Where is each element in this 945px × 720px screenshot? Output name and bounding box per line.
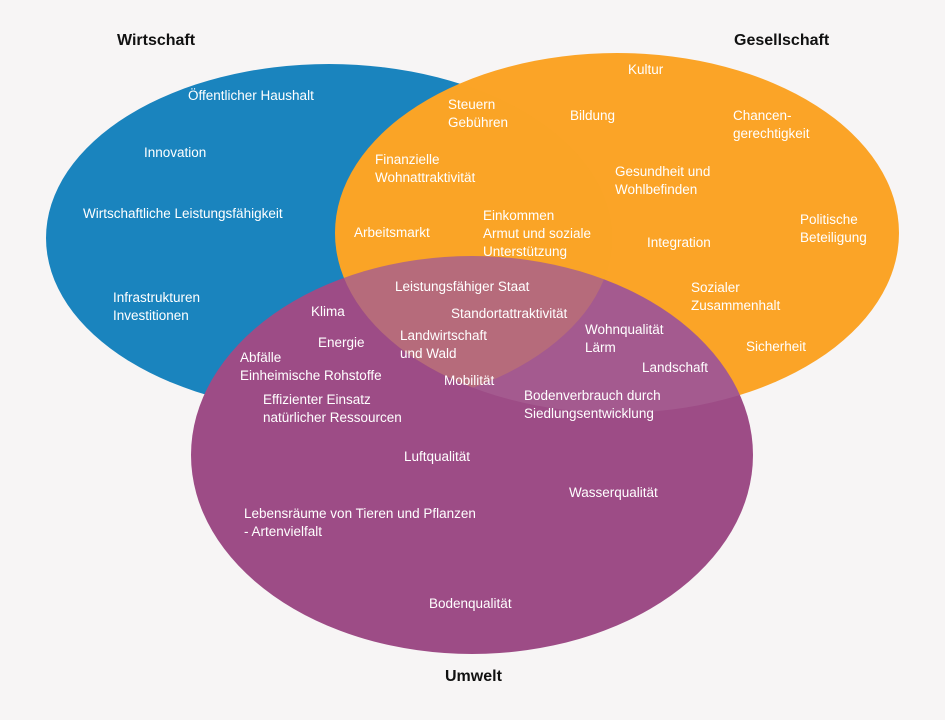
item-leistungsfaehiger-staat: Leistungsfähiger Staat [395,279,530,294]
item-gesundheit: Gesundheit und Wohlbefinden [615,164,711,197]
item-energie: Energie [318,335,365,350]
item-integration: Integration [647,235,711,250]
item-einkommen: Einkommen Armut und soziale Unterstützun… [483,208,592,259]
item-lebensraeume: Lebensräume von Tieren und Pflanzen - Ar… [244,506,476,539]
item-oeffentlicher-haushalt: Öffentlicher Haushalt [188,88,314,103]
item-wohnqualitaet: Wohnqualität Lärm [585,322,664,355]
item-bodenverbrauch: Bodenverbrauch durch Siedlungsentwicklun… [524,388,661,421]
title-gesellschaft: Gesellschaft [734,32,830,49]
item-steuern: Steuern Gebühren [448,97,509,130]
item-politische-beteiligung: Politische Beteiligung [800,212,867,245]
item-bodenqualitaet: Bodenqualität [429,596,512,611]
item-landschaft: Landschaft [642,360,709,375]
item-wirtschaftliche-leistungsfaehigkeit: Wirtschaftliche Leistungsfähigkeit [83,206,283,221]
item-landwirtschaft: Landwirtschaft und Wald [400,328,488,361]
item-bildung: Bildung [570,108,616,123]
item-abfaelle: Abfälle Einheimische Rohstoffe [240,350,382,383]
item-sicherheit: Sicherheit [746,339,807,354]
item-chancengerechtigkeit: Chancen- gerechtigkeit [733,108,810,141]
item-standortattraktivitaet: Standortattraktivität [451,306,568,321]
item-klima: Klima [311,304,345,319]
circle-umwelt [191,256,753,654]
overlay-wirtschaft-gesellschaft [335,64,612,412]
item-innovation: Innovation [144,145,207,160]
title-wirtschaft: Wirtschaft [117,32,196,49]
item-infrastrukturen: Infrastrukturen Investitionen [113,290,201,323]
item-finanzielle-wohnattraktivitaet: Finanzielle Wohnattraktivität [375,152,476,185]
overlay-gesellschaft-umwelt [335,256,753,413]
item-mobilitaet: Mobilität [444,373,495,388]
item-arbeitsmarkt: Arbeitsmarkt [354,225,430,240]
title-umwelt: Umwelt [445,668,502,685]
item-effizienter-einsatz: Effizienter Einsatz natürlicher Ressourc… [263,392,402,425]
item-wasserqualitaet: Wasserqualität [569,485,658,500]
item-kultur: Kultur [628,62,664,77]
item-luftqualitaet: Luftqualität [404,449,471,464]
item-sozialer-zusammenhalt: Sozialer Zusammenhalt [691,280,781,313]
